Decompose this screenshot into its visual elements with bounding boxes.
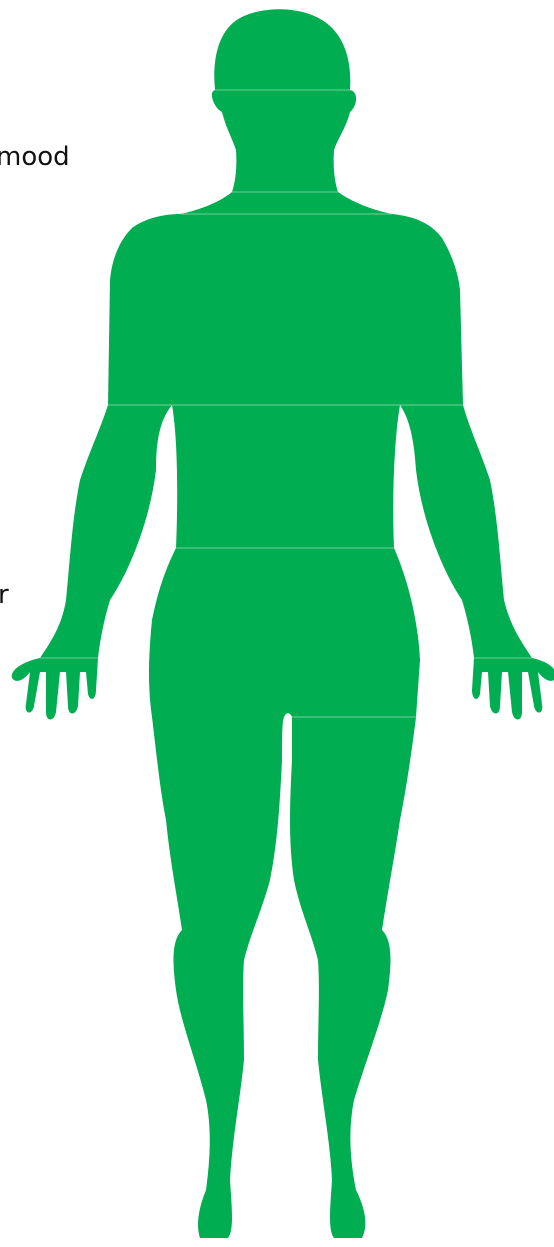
legs-region[interactable] <box>152 717 416 1238</box>
head-region[interactable] <box>214 9 350 90</box>
left-hand-region[interactable] <box>12 658 98 720</box>
chest-region[interactable] <box>108 214 463 405</box>
shoulder-region[interactable] <box>180 192 392 214</box>
pelvis-region[interactable] <box>149 548 420 717</box>
neck-region[interactable] <box>212 90 356 192</box>
right-forearm-region[interactable] <box>400 405 532 658</box>
abdomen-region[interactable] <box>172 405 400 548</box>
right-hand-region[interactable] <box>472 658 554 720</box>
